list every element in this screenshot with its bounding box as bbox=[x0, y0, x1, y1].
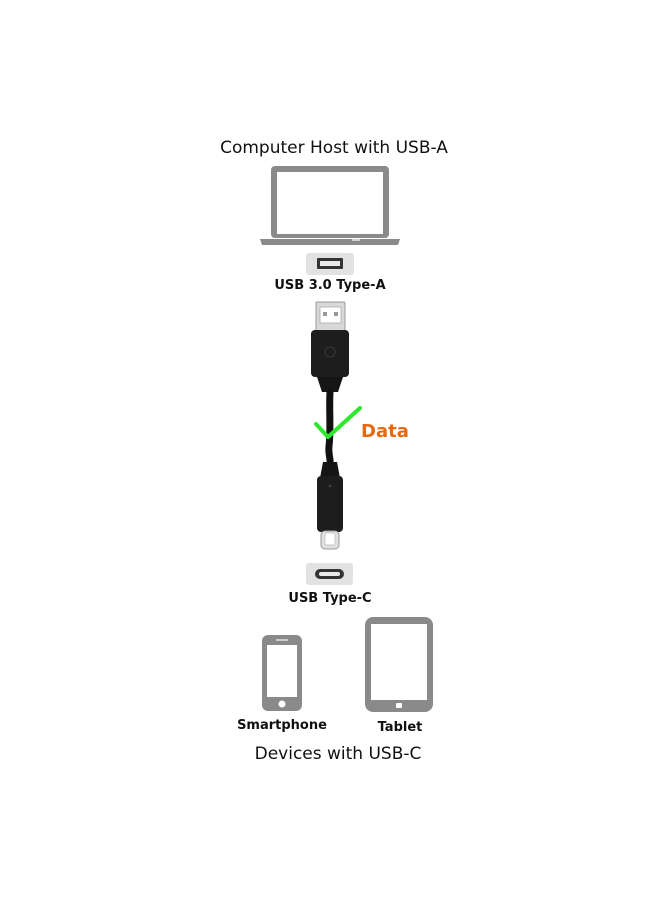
usb-c-label: USB Type-C bbox=[288, 591, 372, 606]
devices-title: Devices with USB-C bbox=[254, 744, 422, 764]
data-label: Data bbox=[361, 421, 409, 442]
usb-a-port-icon bbox=[306, 253, 354, 275]
usb-cable-icon bbox=[311, 301, 349, 550]
usb-a-label: USB 3.0 Type-A bbox=[274, 278, 386, 293]
host-title: Computer Host with USB-A bbox=[220, 138, 448, 158]
tablet-label: Tablet bbox=[377, 720, 423, 735]
smartphone-icon bbox=[262, 635, 302, 711]
checkmark-icon bbox=[314, 406, 362, 439]
tablet-icon bbox=[365, 617, 433, 712]
smartphone-label: Smartphone bbox=[237, 718, 327, 733]
usb-c-port-icon bbox=[306, 563, 353, 585]
laptop-icon bbox=[260, 166, 400, 245]
